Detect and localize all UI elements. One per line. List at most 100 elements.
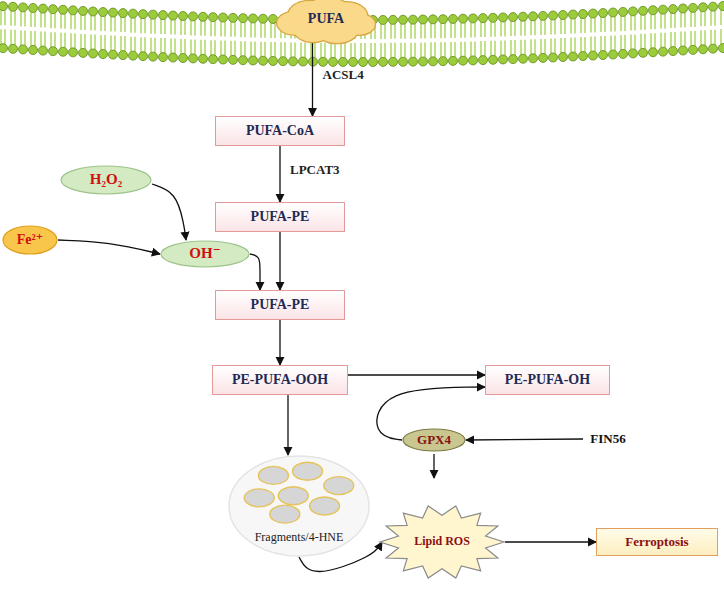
lipid-head: [389, 57, 398, 66]
lipid-tail: [514, 40, 515, 55]
lipid-tail: [600, 17, 601, 32]
lipid-tail: [50, 13, 51, 28]
enzyme-label: ACSL4: [321, 67, 366, 83]
lipid-tail: [344, 43, 345, 58]
lipid-tail: [174, 39, 175, 54]
lipid-tail: [644, 15, 645, 30]
lipid-tail: [134, 37, 135, 52]
lipid-head: [569, 10, 578, 19]
lipid-tail: [444, 42, 445, 57]
lipid-tail: [440, 42, 441, 57]
lipid-tail: [564, 19, 565, 34]
lipid-tail: [720, 10, 721, 25]
lipid-tail: [264, 42, 265, 57]
lipid-tail: [594, 37, 595, 52]
lipid-tail: [610, 16, 611, 31]
lipid-tail: [414, 24, 415, 39]
lipid-tail: [84, 34, 85, 49]
lipid-tail: [534, 20, 535, 35]
lipid-tail: [170, 20, 171, 35]
lipid-head: [549, 53, 558, 62]
lipid-tail: [10, 11, 11, 26]
lipid-tail: [714, 30, 715, 45]
lipid-head: [249, 56, 258, 65]
reaction-arrow: [279, 320, 280, 365]
lipid-head: [109, 8, 118, 17]
lipid-tail: [680, 31, 681, 46]
lipid-tail: [710, 30, 711, 45]
lipid-head: [559, 53, 568, 62]
lipid-head: [509, 13, 518, 22]
lipid-tail: [200, 21, 201, 36]
lipid-tail: [604, 17, 605, 32]
lipid-tail: [620, 35, 621, 50]
lipid-head: [439, 15, 448, 24]
lipid-head: [99, 8, 108, 17]
lipid-tail: [164, 38, 165, 53]
lipid-tail: [24, 30, 25, 45]
lipid-tail: [390, 43, 391, 58]
lipid-head: [0, 2, 8, 11]
lipid-tail: [560, 19, 561, 34]
lipid-head: [469, 14, 478, 23]
lipid-tail: [100, 35, 101, 50]
lipid-tail: [420, 24, 421, 39]
lipid-head: [129, 9, 138, 18]
lipid-head: [119, 51, 128, 60]
lipid-tail: [214, 40, 215, 55]
lipid-head: [349, 57, 358, 66]
lipid-head: [579, 52, 588, 61]
lipid-tail: [484, 22, 485, 37]
lipid-head: [409, 57, 418, 66]
lipid-head: [359, 57, 368, 66]
lipid-tail: [460, 23, 461, 38]
process-box: PUFA-PE: [215, 202, 345, 232]
lipid-head: [529, 12, 538, 21]
lipid-tail: [104, 35, 105, 50]
lipid-tail: [670, 13, 671, 28]
lipid-head: [429, 15, 438, 24]
lipid-tail: [524, 21, 525, 36]
lipid-head: [259, 56, 268, 65]
lipid-tail: [100, 16, 101, 31]
lipid-tail: [710, 11, 711, 26]
lipid-head: [209, 13, 218, 22]
lipid-tail: [424, 43, 425, 58]
lipid-head: [599, 51, 608, 60]
lipid-head: [19, 45, 28, 54]
node-text: Lipid ROS: [414, 535, 470, 549]
lipid-head: [629, 7, 638, 16]
lipid-tail: [424, 24, 425, 39]
lipid-head: [59, 47, 68, 56]
lipid-head: [49, 5, 58, 14]
lipid-tail: [204, 40, 205, 55]
lipid-tail: [190, 39, 191, 54]
reagent-ellipse: OH⁻: [160, 240, 250, 268]
lipid-tail: [30, 31, 31, 46]
lipid-head: [669, 47, 678, 56]
lipid-tail: [20, 11, 21, 26]
inhibition-arrow: [433, 454, 434, 478]
lipid-tail: [340, 43, 341, 58]
lipid-tail: [254, 22, 255, 37]
lipid-tail: [610, 35, 611, 50]
lipid-head: [589, 9, 598, 18]
lipid-tail: [414, 43, 415, 58]
lipid-tail: [140, 37, 141, 52]
lipid-head: [49, 47, 58, 56]
lipid-tail: [614, 35, 615, 50]
lipid-tail: [654, 14, 655, 29]
lipid-tail: [260, 23, 261, 38]
lipid-tail: [50, 32, 51, 47]
cluster-outline: [229, 456, 369, 556]
lipid-tail: [394, 43, 395, 58]
lipid-head: [699, 3, 708, 12]
process-box: PUFA-PE: [215, 290, 345, 320]
reaction-arrow: [348, 374, 485, 375]
lipid-tail: [600, 36, 601, 51]
lipid-head: [399, 57, 408, 66]
lipid-tail: [354, 43, 355, 58]
lipid-tail: [110, 36, 111, 51]
lipid-tail: [530, 39, 531, 54]
reaction-arrow: [312, 42, 313, 116]
